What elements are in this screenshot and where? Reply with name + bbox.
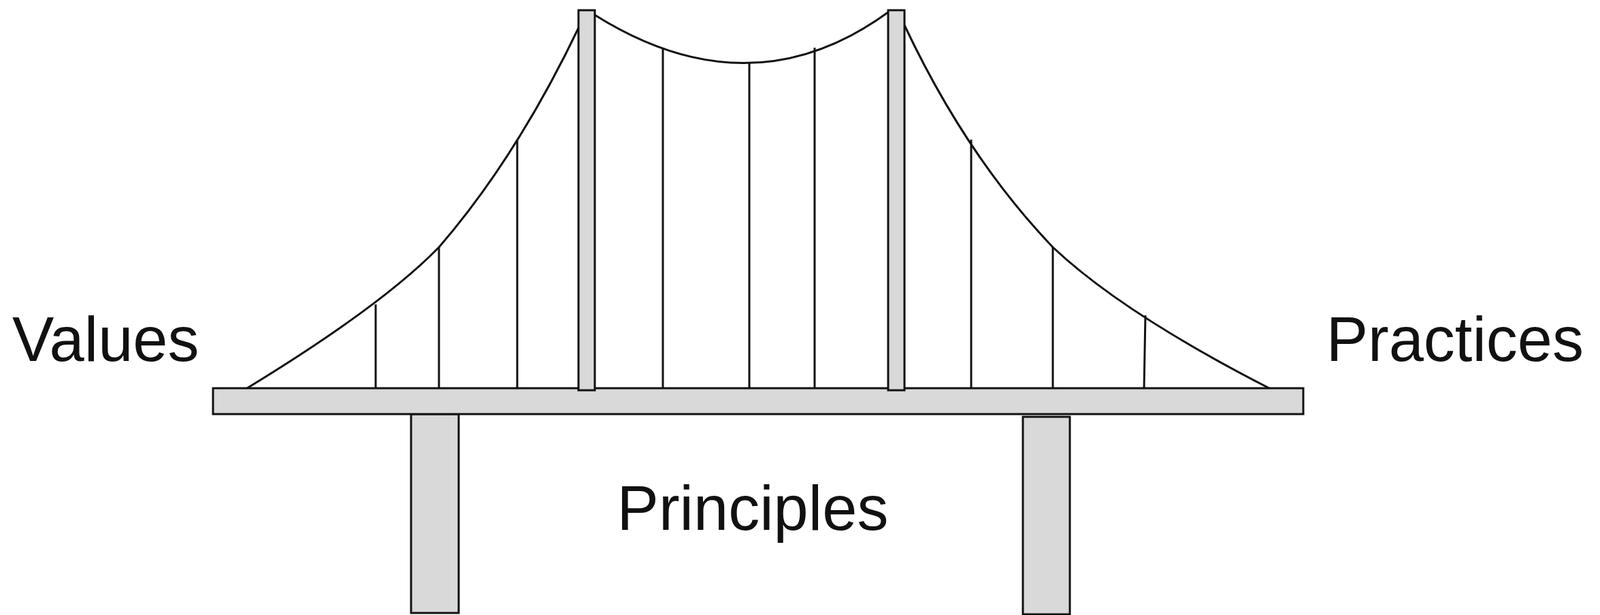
hanger [662,47,665,390]
bridge-tower [888,10,905,390]
concept-label: Principles [617,476,889,540]
bridge-pier [1022,416,1070,614]
bridge-pier [411,413,459,613]
hanger [748,62,751,390]
bridge-deck [213,387,1304,414]
main-cable [904,25,1270,388]
hanger [516,139,519,390]
hanger [1052,247,1055,390]
concept-label: Practices [1326,307,1584,371]
main-cable [594,12,889,64]
hanger [374,304,378,390]
hanger [813,47,816,390]
main-cable [247,25,580,388]
hanger [970,139,973,390]
hanger [438,247,441,390]
bridge-tower [578,10,595,390]
concept-label: Values [12,307,199,371]
hanger [1144,315,1146,390]
